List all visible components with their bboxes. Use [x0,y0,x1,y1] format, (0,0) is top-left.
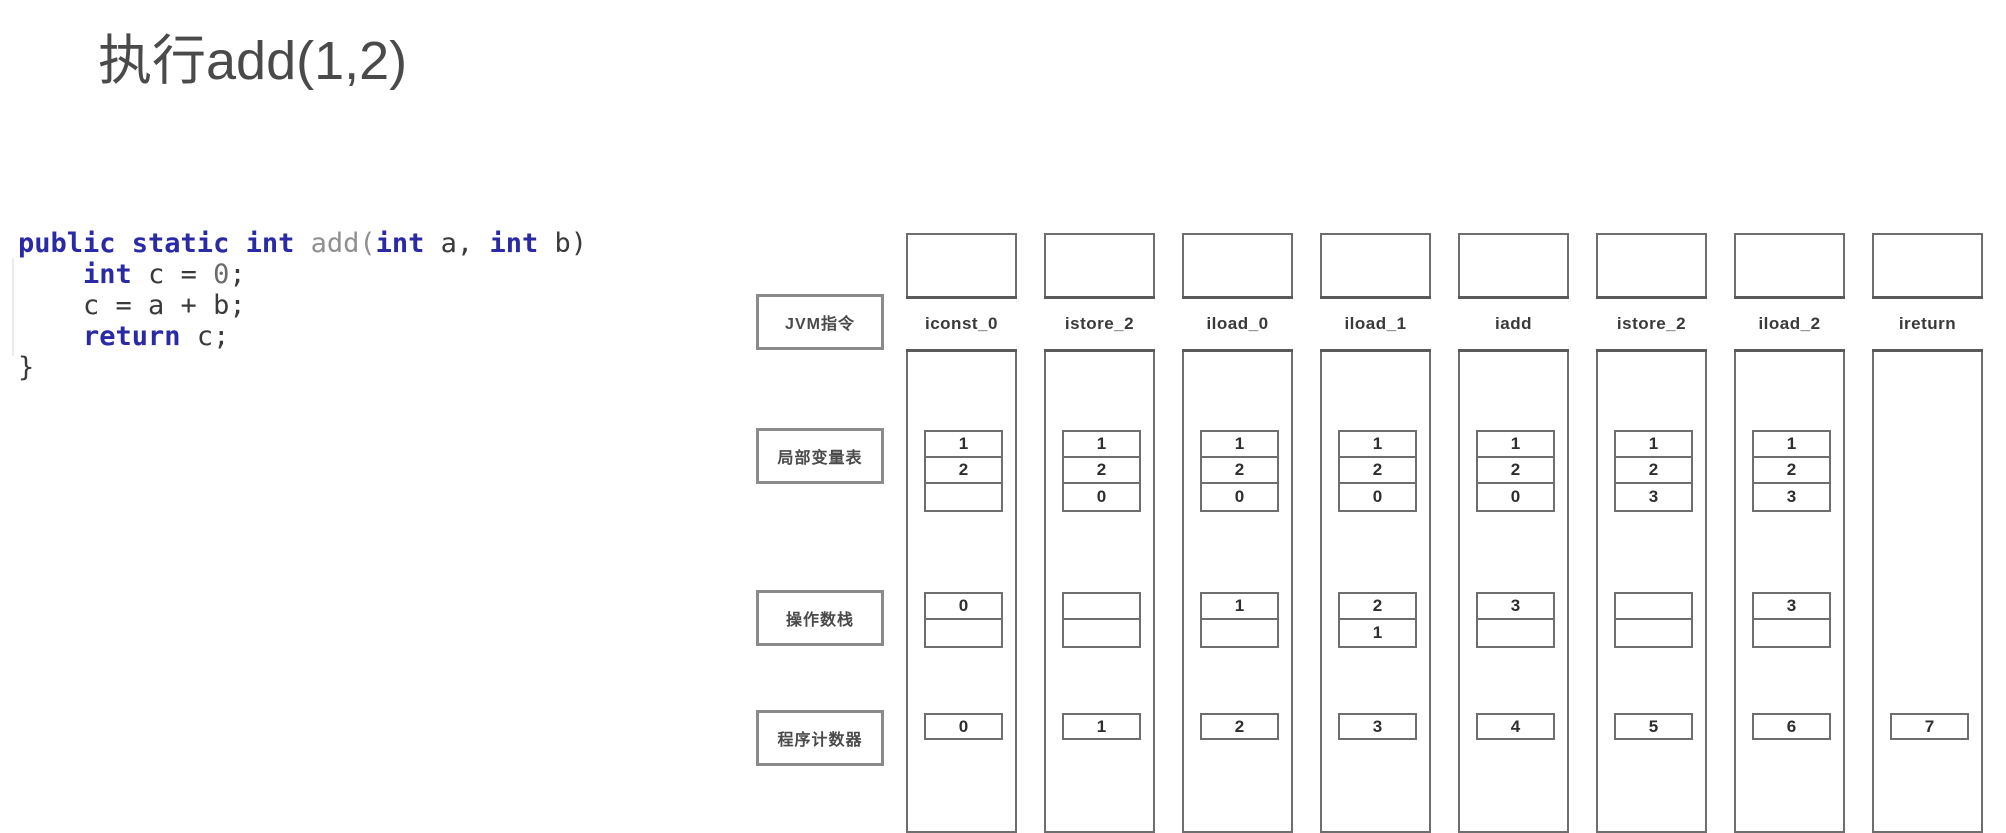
instruction-column: ireturn 7 [1872,233,1983,833]
operand-stack: 0 [924,592,1003,648]
code-token: c; [180,321,230,352]
row-label-instruction: JVM指令 [756,294,884,350]
operand-stack-slot: 2 [1340,594,1415,620]
instruction-cell: ireturn [1872,296,1983,352]
program-counter-cell: 5 [1614,713,1693,740]
operand-stack-slot [1754,620,1829,646]
code-block: public static int add(int a, int b) int … [18,228,587,383]
program-counter-cell: 3 [1338,713,1417,740]
code-token: add( [310,228,376,259]
code-token: } [18,352,35,383]
row-label-program-counter: 程序计数器 [756,710,884,766]
code-token: int [375,228,425,259]
operand-stack-slot [926,620,1001,646]
code-line: int c = 0; [18,259,587,290]
local-variable-slot: 0 [1510,487,1521,506]
instruction-cell: iload_2 [1734,296,1845,352]
operand-stack-slot [1616,594,1691,620]
page-title: 执行add(1,2) [98,31,408,91]
operand-stack-slot: 1 [1202,594,1277,620]
instruction-cell: istore_2 [1596,296,1707,352]
instruction-cell: iadd [1458,296,1569,352]
operand-stack-slot [1064,594,1139,620]
local-variable-slot: 2 [1340,458,1415,484]
local-variable-slot: 2 [926,458,1001,484]
local-variable-slot: 0 [1372,487,1383,506]
program-counter-cell: 1 [1062,713,1141,740]
local-variable-slot: 1 [1340,432,1415,458]
code-indent-guide [12,258,14,356]
local-variable-slot: 2 [1754,458,1829,484]
local-variable-slot: 1 [1064,432,1139,458]
code-token: c = [131,259,214,290]
instruction-cell: iconst_0 [906,296,1017,352]
local-variable-slot: 1 [1616,432,1691,458]
operand-stack: 1 [1200,592,1279,648]
code-token: a, [424,228,490,259]
local-variable-slot: 0 [1234,487,1245,506]
operand-stack-slot: 3 [1754,594,1829,620]
operand-stack-slot: 3 [1478,594,1553,620]
row-label-local-variable-table: 局部变量表 [756,428,884,484]
local-variable-slot: 3 [1648,487,1659,506]
operand-stack: 3 [1752,592,1831,648]
operand-stack-slot [1202,620,1277,646]
local-variable-slot: 2 [1064,458,1139,484]
program-counter-cell: 2 [1200,713,1279,740]
row-label-operand-stack: 操作数栈 [756,590,884,646]
program-counter-cell: 4 [1476,713,1555,740]
operand-stack [1614,592,1693,648]
code-token: 0 [213,259,230,290]
code-token: public static int [18,228,311,259]
program-counter-cell: 0 [924,713,1003,740]
code-line: } [18,352,587,383]
local-variable-slot: 1 [1754,432,1829,458]
code-token: int [489,228,539,259]
code-token: return [83,321,181,352]
local-variable-slot: 1 [1202,432,1277,458]
local-variable-slot: 2 [1478,458,1553,484]
local-variable-slot: 2 [1616,458,1691,484]
code-line: c = a + b; [18,290,587,321]
code-token: b) [538,228,588,259]
program-counter-cell: 7 [1890,713,1969,740]
local-variable-slot: 1 [1478,432,1553,458]
code-token: c = a + b; [18,290,246,321]
code-line: public static int add(int a, int b) [18,228,587,259]
operand-stack-slot [1478,620,1553,646]
operand-stack [1062,592,1141,648]
instruction-cell: iload_1 [1320,296,1431,352]
operand-stack-slot: 1 [1372,623,1383,642]
program-counter-cell: 6 [1752,713,1831,740]
local-variable-slot: 2 [1202,458,1277,484]
instruction-cell: istore_2 [1044,296,1155,352]
instruction-cell: iload_0 [1182,296,1293,352]
code-token: ; [229,259,246,290]
code-line: return c; [18,321,587,352]
operand-stack-slot [1064,620,1139,646]
operand-stack-slot [1616,620,1691,646]
operand-stack: 3 [1476,592,1555,648]
local-variable-slot: 1 [926,432,1001,458]
local-variable-slot [926,484,1001,510]
code-token: int [83,259,132,290]
operand-stack-slot: 0 [926,594,1001,620]
local-variable-slot: 3 [1786,487,1797,506]
local-variable-slot: 0 [1096,487,1107,506]
